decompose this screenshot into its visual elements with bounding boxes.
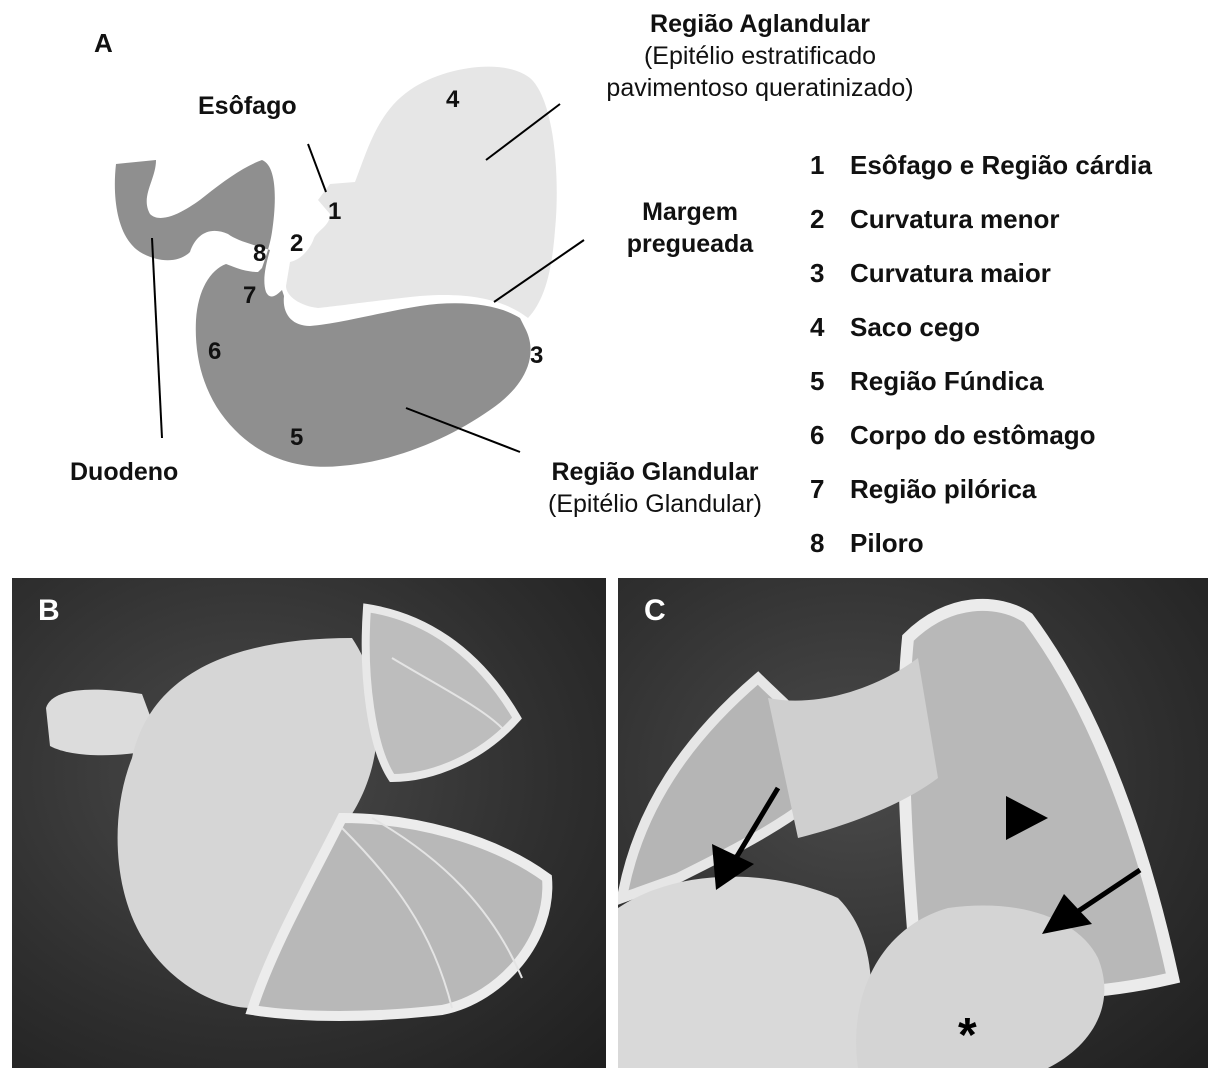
glandular-dome-right [856, 905, 1104, 1068]
glandular-subtitle: (Epitélio Glandular) [520, 488, 790, 520]
legend-number: 1 [810, 148, 850, 182]
glandular-label: Região Glandular (Epitélio Glandular) [520, 456, 790, 520]
aglandular-label: Região Aglandular (Epitélio estratificad… [560, 8, 960, 104]
blind-sac-upper [366, 608, 517, 778]
margem-line-2: pregueada [600, 228, 780, 260]
legend-text: Região Fúndica [850, 366, 1044, 396]
diagram-number-8: 8 [253, 240, 266, 268]
margem-line-1: Margem [600, 196, 780, 228]
legend-text: Curvatura maior [850, 258, 1051, 288]
margem-pregueada-label: Margem pregueada [600, 196, 780, 260]
diagram-number-7: 7 [243, 282, 256, 310]
legend-number: 3 [810, 256, 850, 290]
stomach-photo-c [618, 578, 1208, 1068]
duodeno-label: Duodeno [70, 456, 178, 488]
legend-number: 5 [810, 364, 850, 398]
diagram-number-1: 1 [328, 198, 341, 226]
panel-letter-c: C [644, 594, 666, 628]
pointer-line-esofago [308, 144, 326, 192]
legend-number: 8 [810, 526, 850, 560]
aglandular-subtitle-2: pavimentoso queratinizado) [560, 72, 960, 104]
legend-number: 2 [810, 202, 850, 236]
aglandular-subtitle-1: (Epitélio estratificado [560, 40, 960, 72]
legend-number: 6 [810, 418, 850, 452]
pointer-line-duodeno [152, 238, 162, 438]
panel-letter-b: B [38, 594, 60, 628]
aglandular-title: Região Aglandular [560, 8, 960, 40]
legend-text: Curvatura menor [850, 204, 1060, 234]
panel-b-photo: B [12, 578, 606, 1068]
legend-number: 7 [810, 472, 850, 506]
stomach-photo-b [12, 578, 606, 1068]
diagram-number-3: 3 [530, 342, 543, 370]
legend-text: Região pilórica [850, 474, 1036, 504]
asterisk-marker: * [958, 1008, 977, 1063]
diagram-number-5: 5 [290, 424, 303, 452]
legend-text: Corpo do estômago [850, 420, 1096, 450]
legend-number: 4 [810, 310, 850, 344]
legend-text: Saco cego [850, 312, 980, 342]
legend-text: Esôfago e Região cárdia [850, 150, 1152, 180]
panel-c-photo: C * [618, 578, 1208, 1068]
glandular-title: Região Glandular [520, 456, 790, 488]
aglandular-region [286, 67, 557, 318]
esofago-label: Esôfago [198, 90, 297, 122]
legend-text: Piloro [850, 528, 924, 558]
glandular-dome-left [618, 877, 871, 1068]
diagram-number-2: 2 [290, 230, 303, 258]
diagram-number-6: 6 [208, 338, 221, 366]
diagram-number-4: 4 [446, 86, 459, 114]
